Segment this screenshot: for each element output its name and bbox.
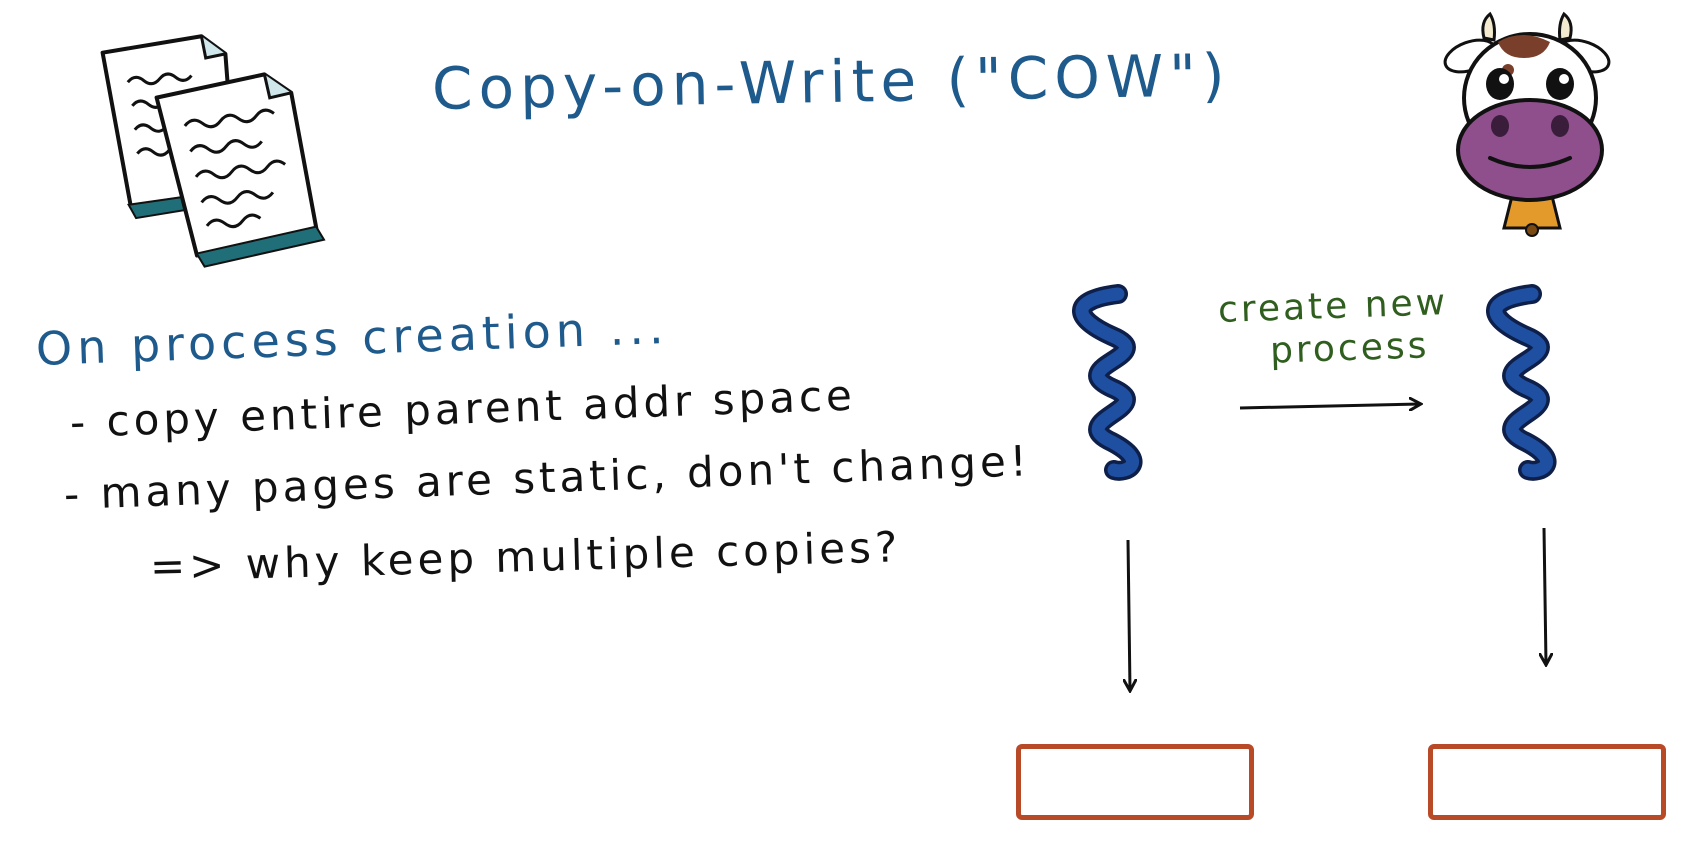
parent-down-arrow bbox=[1128, 539, 1130, 690]
create-process-arrow bbox=[1239, 404, 1420, 408]
cow-mascot-icon bbox=[1443, 11, 1611, 237]
parent-thread-squiggle-icon bbox=[1072, 284, 1143, 481]
parent-memory-box bbox=[1016, 744, 1254, 820]
child-memory-box bbox=[1428, 744, 1666, 820]
child-thread-squiggle-icon bbox=[1486, 284, 1557, 481]
child-down-arrow bbox=[1544, 527, 1546, 664]
arrow-label-line-1: create new bbox=[1217, 281, 1449, 332]
documents-icon bbox=[100, 34, 326, 268]
page-title: Copy-on-Write ("COW") bbox=[431, 41, 1232, 123]
arrow-label-line-2: process bbox=[1269, 325, 1431, 372]
